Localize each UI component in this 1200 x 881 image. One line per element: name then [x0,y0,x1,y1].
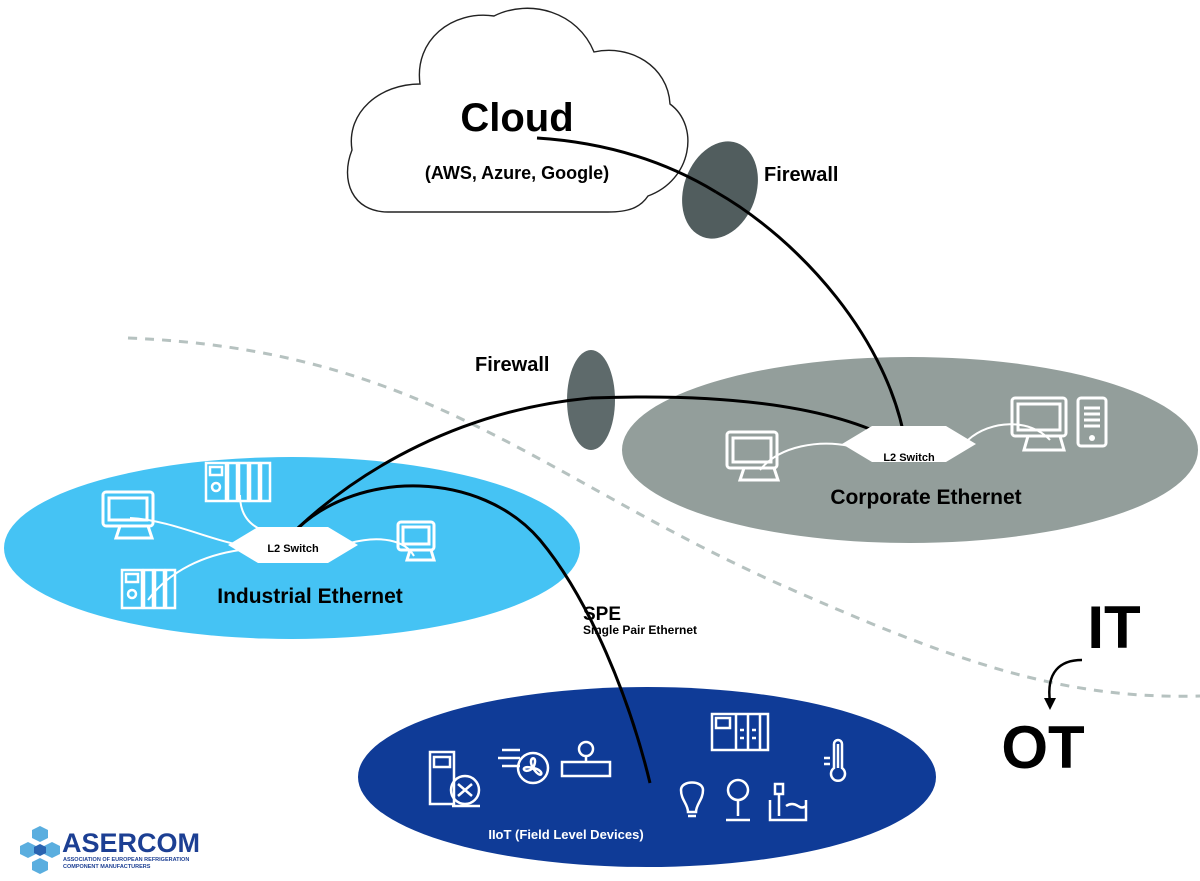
corporate-server-icon [1076,396,1108,448]
thermometer-icon [824,738,847,782]
firewall-mid-icon [567,350,615,450]
corporate-ethernet-label: Corporate Ethernet [830,486,1021,509]
asercom-emblem-icon [20,826,60,874]
cloud-subtitle: (AWS, Azure, Google) [425,163,609,183]
pressure-gauge-icon [726,778,750,822]
industrial-l2-switch: L2 Switch [228,527,358,563]
cloud-firewall-link [536,136,717,194]
firewall-mid-label: Firewall [475,354,549,376]
ot-label: OT [1001,714,1084,781]
industrial-ethernet-label: Industrial Ethernet [217,585,403,608]
asercom-logo: ASERCOM ASSOCIATION OF EUROPEAN REFRIGER… [20,826,200,874]
it-ot-arrowhead [1044,698,1056,710]
firewall-top-icon [682,141,758,239]
industrial-bottom-cable [147,549,241,601]
level-sensor-icon [768,782,808,822]
industrial-left-cable [129,517,241,546]
corporate-left-cable [759,442,851,471]
industrial-plc-top-icon [204,461,272,503]
compressor-icon [428,750,481,808]
light-bulb-icon [679,781,705,818]
industrial-monitor-right-icon [396,520,437,562]
industrial-switch-label: L2 Switch [267,543,319,555]
industrial-monitor-left-icon [101,490,155,540]
it-label: IT [1087,594,1140,661]
corporate-right-cable [967,423,1051,441]
industrial-top-cable [239,494,263,531]
flow-meter-icon [560,740,612,778]
controller-rack-icon [710,712,770,752]
it-ot-boundary-line [127,336,1200,698]
industrial-plc-bottom-icon [120,568,177,610]
corporate-monitor-left-icon [725,430,781,482]
spe-subtitle: Single Pair Ethernet [583,623,697,637]
fan-icon [498,748,550,785]
asercom-tagline-1: ASSOCIATION OF EUROPEAN REFRIGERATION [63,857,189,863]
spe-title: SPE [583,604,621,625]
firewall-industrial-link [296,396,592,530]
asercom-name: ASERCOM [62,828,200,858]
asercom-tagline-2: COMPONENT MANUFACTURERS [63,864,151,870]
corporate-switch-label: L2 Switch [883,452,935,464]
cloud-shape [346,7,689,213]
firewall-top-label: Firewall [764,164,838,186]
corporate-l2-switch: L2 Switch [842,426,976,464]
spe-link [296,484,652,784]
industrial-right-cable [349,538,415,557]
cloud-title: Cloud [460,96,573,140]
firewall-corporate-link [715,190,908,448]
iiot-label: IIoT (Field Level Devices) [488,827,643,842]
it-ot-arrow [1048,658,1083,703]
